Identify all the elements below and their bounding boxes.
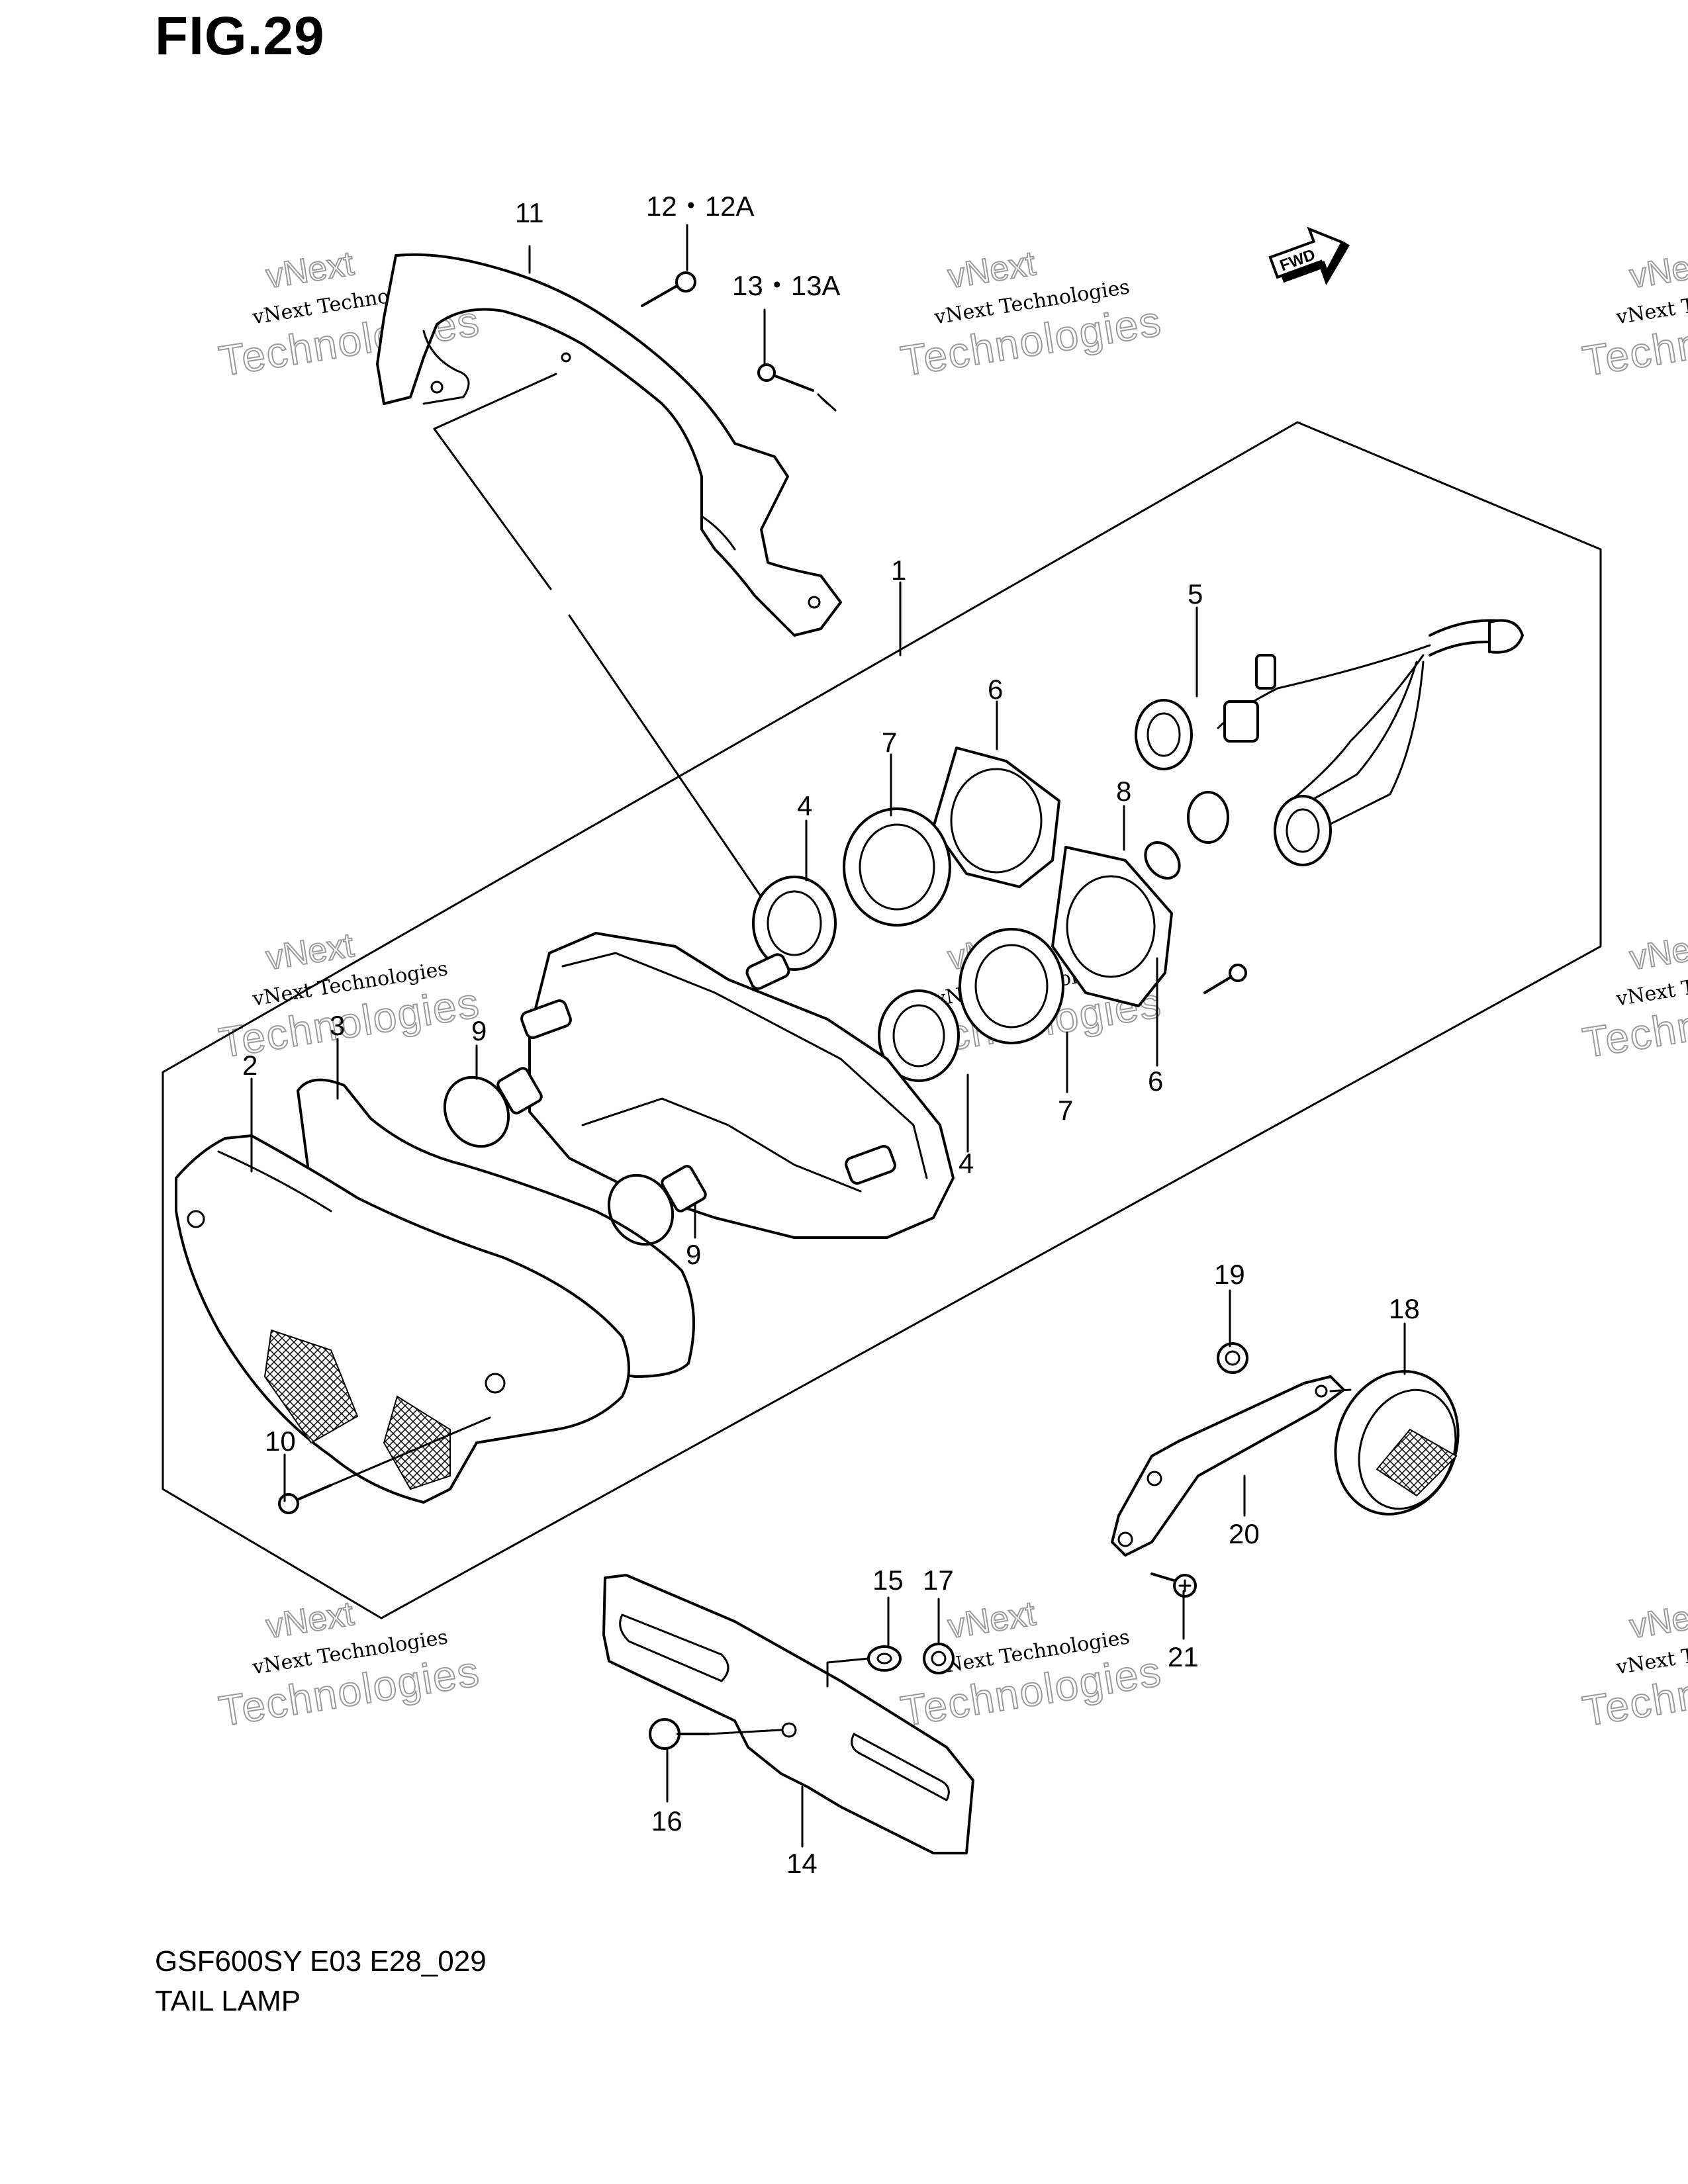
washer-15-part — [826, 1645, 902, 1688]
screw-21-part — [1150, 1572, 1197, 1598]
callout-17: 17 — [923, 1565, 954, 1596]
reflector-bracket-part — [1111, 1375, 1352, 1557]
callout-9-lower: 9 — [686, 1239, 701, 1270]
callout-1: 1 — [891, 555, 906, 586]
callout-12: 12・12A — [646, 191, 754, 222]
watermark: vNext Technologies vNext Technologies — [897, 244, 1166, 386]
bolt-16-part — [649, 1718, 782, 1750]
watermark-vnext: vNext — [1627, 1594, 1688, 1646]
mount-bracket-part — [376, 253, 842, 637]
assembly-outline-box — [162, 421, 1602, 1619]
license-bracket-part — [602, 1574, 974, 1854]
callout-14: 14 — [786, 1848, 818, 1879]
gasket-6-lower-part — [1051, 846, 1173, 1007]
watermark: vNext Technologies vNext Technologies — [215, 925, 484, 1068]
callout-11: 11 — [515, 197, 544, 228]
gasket-screw-part — [1203, 964, 1247, 994]
nut-19-part — [1217, 1342, 1248, 1374]
callout-8: 8 — [1116, 776, 1131, 807]
callout-6-lower: 6 — [1148, 1066, 1163, 1097]
callout-3: 3 — [330, 1010, 345, 1041]
bracket-alignment-line — [433, 428, 769, 908]
callout-10: 10 — [265, 1426, 296, 1457]
model-code-label: GSF600SY E03 E28_029 — [155, 1945, 487, 1978]
watermark-vnext: vNext — [945, 244, 1039, 296]
screw-12-part — [641, 271, 696, 307]
watermark: vNext Technologies vNext Technologies — [1579, 244, 1688, 386]
forward-direction-arrow-icon: FWD — [1268, 226, 1350, 286]
nut-17-part — [923, 1643, 955, 1674]
wiring-harness-part — [1135, 619, 1524, 866]
watermark-vnext: vNext — [945, 1594, 1039, 1646]
ring-7-lower-part — [959, 928, 1064, 1044]
figure-title: FIG.29 — [155, 6, 325, 66]
callout-4-upper: 4 — [797, 790, 812, 821]
callout-leaders — [250, 224, 1406, 1848]
watermark-vnext: vNext — [1627, 926, 1688, 978]
callout-6-upper: 6 — [988, 674, 1003, 705]
callout-9-upper: 9 — [471, 1015, 487, 1046]
socket-4-upper-part — [752, 876, 837, 971]
socket-4-lower-part — [878, 989, 960, 1082]
gasket-6-upper-part — [932, 747, 1060, 888]
watermark: vNext Technologies vNext Technologies — [1579, 925, 1688, 1068]
tail-lens-part — [175, 1134, 630, 1504]
callout-5: 5 — [1188, 578, 1203, 610]
bulb-9-upper-part — [443, 1067, 543, 1148]
callout-13: 13・13A — [732, 270, 840, 301]
watermark-layer: vNext Technologies vNext Technologies vN… — [215, 244, 1688, 1736]
screw-13-part — [757, 363, 829, 405]
figure-name-label: TAIL LAMP — [155, 1985, 301, 2017]
bracket-leader-line — [433, 373, 557, 430]
callout-19: 19 — [1214, 1259, 1245, 1290]
callout-labels: 11 12・12A 13・13A 1 5 6 7 8 4 9 3 2 4 7 6… — [242, 191, 1420, 1879]
ring-7-upper-part — [843, 807, 951, 927]
callout-21: 21 — [1168, 1641, 1199, 1672]
watermark-vnext: vNext — [263, 1594, 357, 1646]
watermark-vnext: vNext — [1627, 244, 1688, 296]
rear-reflector-part — [1334, 1370, 1460, 1516]
callout-16: 16 — [651, 1805, 682, 1837]
watermark: vNext Technologies vNext Technologies — [1579, 1594, 1688, 1736]
callout-20: 20 — [1229, 1518, 1260, 1549]
callout-15: 15 — [872, 1565, 904, 1596]
callout-18: 18 — [1389, 1293, 1420, 1324]
small-bulb-part — [1144, 841, 1181, 880]
callout-2: 2 — [242, 1050, 258, 1081]
callout-7-lower: 7 — [1058, 1095, 1073, 1126]
watermark: vNext Technologies vNext Technologies — [215, 1594, 484, 1736]
watermark-vnext: vNext — [263, 244, 357, 296]
lamp-housing-part — [520, 932, 955, 1239]
callout-4-lower: 4 — [959, 1148, 974, 1179]
callout-7-upper: 7 — [882, 727, 897, 758]
